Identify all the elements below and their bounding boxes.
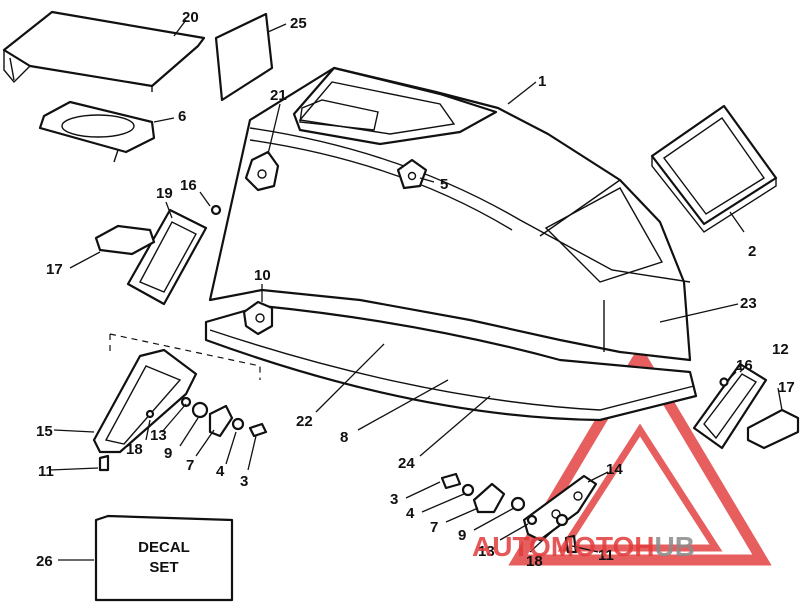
callout-16-right: 16 [736,357,753,374]
callout-9-left: 9 [164,445,172,462]
part-8-seal [204,304,698,422]
leader-lines [49,19,783,561]
callout-16-left: 16 [180,177,197,194]
callout-11-right: 11 [598,547,614,564]
watermark-part-red: AUTOMOTOH [472,531,655,562]
callout-13-left: 13 [150,427,167,444]
part-5-knob [396,158,428,190]
part-26-decal-box: DECAL SET [94,514,234,602]
part-20-hood-cover [2,10,206,92]
right-fastener-stack [440,472,578,554]
watermark-label: AUTOMOTOHUB [472,531,695,562]
part-10-latch [242,300,274,336]
callout-9-right: 9 [458,527,466,544]
callout-4-right: 4 [406,505,415,522]
callout-19: 19 [156,185,173,202]
watermark-part-grey: UB [655,531,695,562]
callout-17-right: 17 [778,379,795,396]
callout-4-left: 4 [216,463,225,480]
callout-15: 15 [36,423,53,440]
part-2-frame [650,104,778,233]
callout-2: 2 [748,243,756,260]
callout-1: 1 [538,73,546,90]
callout-14: 14 [606,461,623,478]
callout-21: 21 [270,87,287,104]
watermark-logo [508,344,772,566]
part-17-plug-left [94,224,156,256]
callout-18-right: 18 [526,553,543,570]
part-16-screw-left [210,204,222,216]
part-17-plug-right [746,408,800,450]
callout-18-left: 18 [126,441,143,458]
callout-8: 8 [340,429,348,446]
part-25-plate [214,12,274,102]
part-14-bracket [522,474,598,542]
part-15-bracket [92,333,261,454]
callout-3-right: 3 [390,491,398,508]
left-fastener-stack [98,396,268,472]
callout-numbers: 20 25 1 6 21 5 16 19 2 17 10 23 12 16 17… [36,9,795,570]
watermark-text: AUTOMOTOHUB [472,531,695,562]
callout-7-right: 7 [430,519,438,536]
callout-3-left: 3 [240,473,248,490]
part-16-screw-right [719,377,729,387]
callout-7-left: 7 [186,457,194,474]
callout-13-right: 13 [478,543,495,560]
callout-12: 12 [772,341,789,358]
callout-6: 6 [178,108,186,125]
callout-23: 23 [740,295,757,312]
part-1-cowl [208,66,692,362]
part-6-oval-bezel [38,100,156,163]
callout-11-left: 11 [38,463,54,480]
decal-label-line1: DECAL [138,539,190,556]
decal-label-line2: SET [149,559,178,576]
callout-22: 22 [296,413,313,430]
callout-5: 5 [440,176,448,193]
callout-10: 10 [254,267,271,284]
callout-26: 26 [36,553,53,570]
callout-20: 20 [182,9,199,26]
callout-17-left: 17 [46,261,63,278]
part-19-grommet [126,208,208,306]
part-21-knob [244,150,280,192]
callout-25: 25 [290,15,307,32]
callout-24: 24 [398,455,415,472]
